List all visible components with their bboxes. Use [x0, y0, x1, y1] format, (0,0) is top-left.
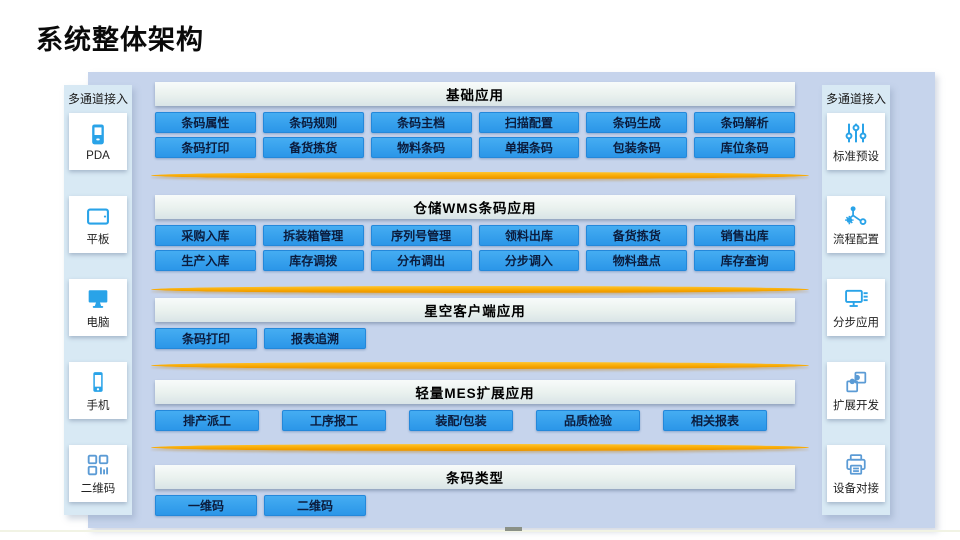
- pda-icon: [84, 121, 112, 149]
- module-chip: 库存调拨: [262, 250, 364, 271]
- sidebar-item-label: 流程配置: [833, 234, 879, 246]
- right-sidebar: 多通道接入 标准预设流程配置分步应用扩展开发设备对接: [822, 85, 890, 515]
- sidebar-item-label: 扩展开发: [833, 400, 879, 412]
- sidebar-item-label: 二维码: [80, 483, 116, 495]
- computer-icon: [84, 285, 112, 313]
- sidebar-item-steps: 分步应用: [827, 279, 885, 336]
- sidebar-item-computer: 电脑: [69, 279, 127, 336]
- sidebar-item-label: 设备对接: [833, 483, 879, 495]
- module-chip: 条码规则: [262, 112, 364, 133]
- sidebar-item-sliders: 标准预设: [827, 113, 885, 170]
- module-chip: 拆装箱管理: [262, 225, 364, 246]
- module-chip: 条码打印: [155, 137, 256, 158]
- module-chip: 条码解析: [694, 112, 795, 133]
- printer-icon: [842, 451, 870, 479]
- slide-footer-dash: [505, 527, 522, 531]
- module-chip: 生产入库: [155, 250, 256, 271]
- sidebar-item-label: PDA: [86, 150, 110, 162]
- module-chip: 库存查询: [694, 250, 795, 271]
- left-sidebar-title: 多通道接入: [67, 92, 128, 106]
- module-chip: 领料出库: [478, 225, 580, 246]
- right-sidebar-title: 多通道接入: [825, 92, 886, 106]
- section-header: 轻量MES扩展应用: [155, 380, 795, 404]
- qrcode-icon: [84, 451, 112, 479]
- sidebar-item-label: 标准预设: [833, 151, 879, 163]
- module-chip: 采购入库: [155, 225, 256, 246]
- module-chip: 条码打印: [155, 328, 257, 349]
- sliders-icon: [842, 119, 870, 147]
- divider-line: [151, 444, 809, 451]
- sidebar-item-label: 分步应用: [833, 317, 879, 329]
- sidebar-item-puzzle: 扩展开发: [827, 362, 885, 419]
- left-sidebar: 多通道接入 PDA 平板电脑手机二维码: [64, 85, 132, 515]
- module-chip: 工序报工: [282, 410, 386, 431]
- section-header: 星空客户端应用: [155, 298, 795, 322]
- sidebar-item-phone: 手机: [69, 362, 127, 419]
- module-chip: 分步调入: [478, 250, 580, 271]
- sidebar-item-tablet: 平板: [69, 196, 127, 253]
- sidebar-item-label: 电脑: [86, 317, 110, 329]
- module-chip: 单据条码: [478, 137, 580, 158]
- sidebar-item-pda: PDA: [69, 113, 127, 170]
- module-row: 一维码二维码: [155, 495, 795, 516]
- sidebar-item-qrcode: 二维码: [69, 445, 127, 502]
- sidebar-item-printer: 设备对接: [827, 445, 885, 502]
- module-chip: 条码属性: [155, 112, 256, 133]
- bottom-accent-line: [0, 530, 960, 532]
- module-chip: 相关报表: [663, 410, 767, 431]
- module-chip: 库位条码: [694, 137, 795, 158]
- module-row: 条码打印报表追溯: [155, 328, 795, 349]
- module-chip: 装配/包装: [409, 410, 513, 431]
- page-title: 系统整体架构: [36, 25, 204, 55]
- sidebar-item-label: 手机: [86, 400, 110, 412]
- module-chip: 排产派工: [155, 410, 259, 431]
- module-row: 条码属性条码规则条码主档扫描配置条码生成条码解析: [155, 112, 795, 133]
- sidebar-item-workflow: 流程配置: [827, 196, 885, 253]
- module-chip: 销售出库: [694, 225, 795, 246]
- tablet-icon: [84, 202, 112, 230]
- module-chip: 分布调出: [370, 250, 472, 271]
- module-chip: 条码主档: [370, 112, 472, 133]
- module-chip: 序列号管理: [370, 225, 472, 246]
- module-chip: 包装条码: [586, 137, 688, 158]
- module-row: 生产入库库存调拨分布调出分步调入物料盘点库存查询: [155, 250, 795, 271]
- module-chip: 备货拣货: [586, 225, 688, 246]
- sidebar-item-label: 平板: [86, 234, 110, 246]
- divider-line: [151, 172, 809, 179]
- module-chip: 报表追溯: [264, 328, 366, 349]
- content-sections: 基础应用条码属性条码规则条码主档扫描配置条码生成条码解析条码打印备货拣货物料条码…: [150, 72, 810, 516]
- workflow-icon: [842, 202, 870, 230]
- module-chip: 条码生成: [586, 112, 688, 133]
- module-row: 采购入库拆装箱管理序列号管理领料出库备货拣货销售出库: [155, 225, 795, 246]
- module-chip: 物料盘点: [586, 250, 688, 271]
- module-row: 条码打印备货拣货物料条码单据条码包装条码库位条码: [155, 137, 795, 158]
- section-header: 仓储WMS条码应用: [155, 195, 795, 219]
- puzzle-icon: [842, 368, 870, 396]
- module-chip: 一维码: [155, 495, 257, 516]
- module-chip: 扫描配置: [478, 112, 580, 133]
- steps-icon: [842, 285, 870, 313]
- module-chip: 品质检验: [536, 410, 640, 431]
- module-row: 排产派工 工序报工 装配/包装 品质检验 相关报表: [155, 410, 795, 431]
- section-header: 基础应用: [155, 82, 795, 106]
- module-chip: 备货拣货: [262, 137, 364, 158]
- phone-icon: [84, 368, 112, 396]
- module-chip: 物料条码: [370, 137, 472, 158]
- section-header: 条码类型: [155, 465, 795, 489]
- divider-line: [151, 286, 809, 293]
- module-chip: 二维码: [264, 495, 366, 516]
- divider-line: [151, 362, 809, 369]
